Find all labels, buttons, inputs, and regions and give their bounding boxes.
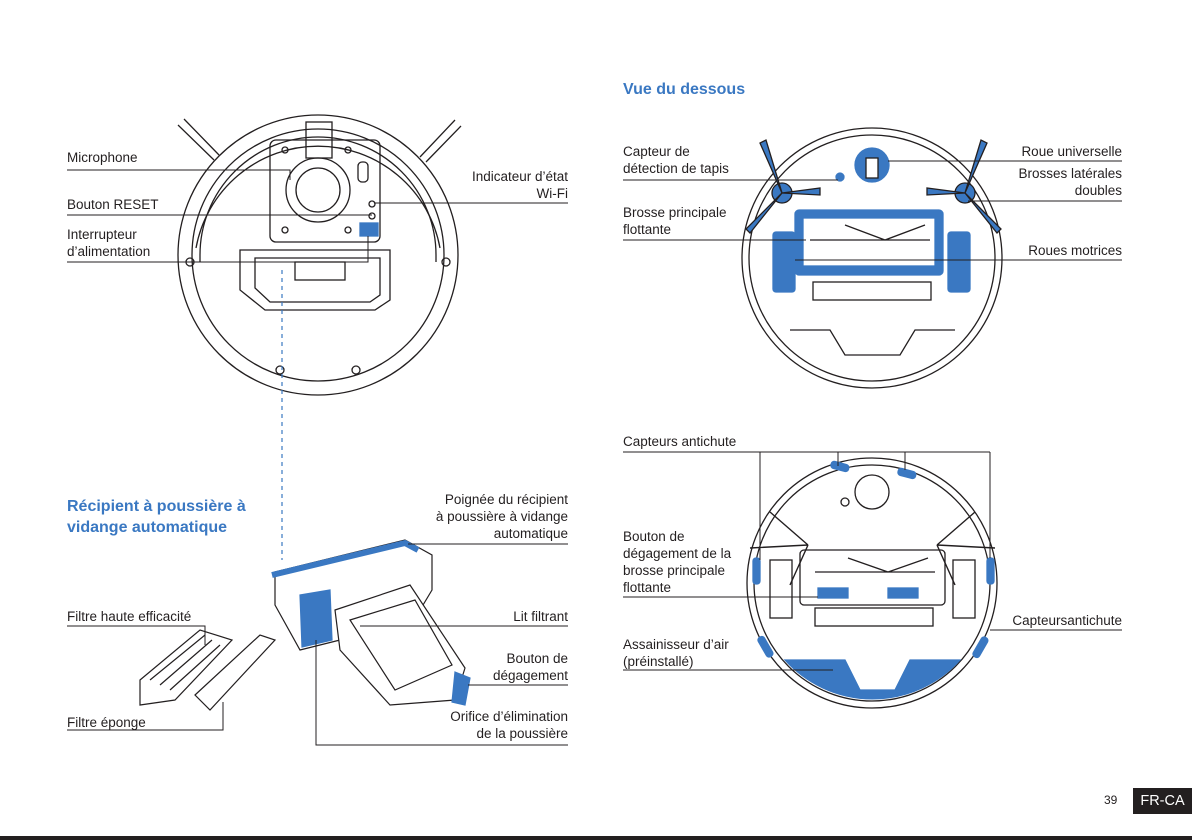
label-brush-release: Bouton de dégagement de la brosse princi… xyxy=(623,528,731,596)
label-release-button-line-2: dégagement xyxy=(492,668,568,683)
label-floating-brush-line-2: flottante xyxy=(623,222,672,237)
dustbin-illustration xyxy=(139,539,471,711)
label-hepa-filter: Filtre haute efficacité xyxy=(67,609,192,624)
label-carpet-sensor-line-2: détection de tapis xyxy=(623,161,729,176)
label-side-brushes-line-2: doubles xyxy=(1074,183,1122,198)
label-brush-release-line-4: flottante xyxy=(623,580,672,595)
label-dust-outlet-line-2: de la poussière xyxy=(476,726,568,741)
dustbin-heading: Récipient à poussière à vidange automati… xyxy=(67,496,246,538)
label-cliff-sensors-top: Capteurs antichute xyxy=(623,434,737,449)
dustbin-heading-line-1: Récipient à poussière à xyxy=(67,498,246,515)
label-drive-wheels: Roues motrices xyxy=(1028,243,1122,258)
label-air-freshener-line-1: Assainisseur d’air xyxy=(623,637,729,652)
dustbin-heading-line-2: vidange automatique xyxy=(67,519,228,536)
label-microphone: Microphone xyxy=(67,150,138,165)
label-brush-release-line-2: dégagement de la xyxy=(623,546,732,561)
label-air-freshener-line-2: (préinstallé) xyxy=(623,654,694,669)
robot-bottom-view xyxy=(741,127,1003,389)
label-bin-handle: Poignée du récipient à poussière à vidan… xyxy=(388,491,568,542)
label-filter-mesh: Lit filtrant xyxy=(513,609,568,624)
label-release-button-line-1: Bouton de xyxy=(506,651,568,666)
label-dust-outlet-line-1: Orifice d’élimination xyxy=(450,709,568,724)
label-floating-brush: Brosse principale flottante xyxy=(623,204,727,238)
region-badge: FR-CA xyxy=(1133,788,1192,814)
label-release-button: Bouton de dégagement xyxy=(418,650,568,684)
robot-bottom-view-sensors xyxy=(746,457,998,709)
label-brush-release-line-3: brosse principale xyxy=(623,563,726,578)
label-carpet-sensor: Capteur de détection de tapis xyxy=(623,143,729,177)
bottom-rule xyxy=(0,836,1192,840)
label-air-freshener: Assainisseur d’air (préinstallé) xyxy=(623,636,729,670)
robot-top-view xyxy=(177,114,462,396)
label-bin-handle-line-3: automatique xyxy=(493,526,568,541)
label-dust-outlet: Orifice d’élimination de la poussière xyxy=(418,708,568,742)
label-wifi-indicator-line-2: Wi-Fi xyxy=(536,186,568,201)
label-brush-release-line-1: Bouton de xyxy=(623,529,685,544)
label-power-switch-line-1: Interrupteur xyxy=(67,227,137,242)
bottom-view-heading: Vue du dessous xyxy=(623,81,746,98)
label-sponge-filter: Filtre éponge xyxy=(67,715,146,730)
label-side-brushes: Brosses latérales doubles xyxy=(972,165,1122,199)
label-side-brushes-line-1: Brosses latérales xyxy=(1018,166,1122,181)
label-power-switch-line-2: d’alimentation xyxy=(67,244,151,259)
label-power-switch: Interrupteur d’alimentation xyxy=(67,226,150,260)
label-floating-brush-line-1: Brosse principale xyxy=(623,205,727,220)
label-bin-handle-line-1: Poignée du récipient xyxy=(444,492,568,507)
label-wifi-indicator-line-1: Indicateur d’état xyxy=(471,169,568,184)
label-reset-button: Bouton RESET xyxy=(67,197,159,212)
label-bin-handle-line-2: à poussière à vidange xyxy=(435,509,568,524)
page-number: 39 xyxy=(1104,793,1118,807)
label-wifi-indicator: Indicateur d’état Wi-Fi xyxy=(400,168,568,202)
label-carpet-sensor-line-1: Capteur de xyxy=(623,144,690,159)
leader-lines xyxy=(67,160,1122,746)
label-cliff-sensors-side: Capteursantichute xyxy=(1012,613,1122,628)
label-universal-wheel: Roue universelle xyxy=(1021,144,1122,159)
